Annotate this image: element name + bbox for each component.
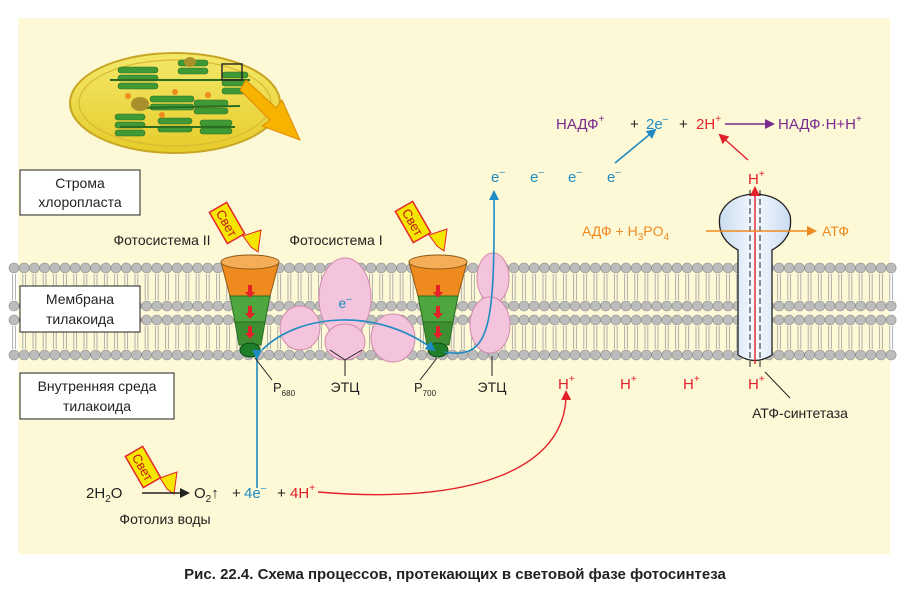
light-arrow-ps1: [428, 228, 448, 252]
svg-text:ЭТЦ: ЭТЦ: [478, 379, 508, 395]
proton-flow: [317, 133, 760, 496]
svg-text:P700: P700: [414, 380, 437, 398]
etc-label-2: ЭТЦ: [478, 356, 508, 395]
svg-text:+: +: [232, 485, 241, 502]
svg-text:ЭТЦ: ЭТЦ: [331, 379, 361, 395]
svg-text:e–: e–: [568, 167, 582, 186]
photosystem-1: [408, 254, 468, 358]
svg-text:тилакоида: тилакоида: [63, 398, 131, 414]
svg-text:АТФ: АТФ: [822, 223, 849, 239]
svg-text:2e–: 2e–: [646, 114, 669, 133]
svg-text:НАДФ·Н+Н+: НАДФ·Н+Н+: [778, 114, 862, 133]
figure-caption: Рис. 22.4. Схема процессов, протекающих …: [184, 566, 726, 583]
nadp-equation: НАДФ+ + 2e– + 2H+ НАДФ·Н+Н+: [556, 114, 862, 133]
p700-label: P700: [414, 357, 438, 398]
svg-text:АТФ-синтетаза: АТФ-синтетаза: [752, 405, 848, 421]
svg-text:4H+: 4H+: [290, 483, 315, 502]
light-arrow-photolysis: [159, 471, 178, 495]
atp-equation: АДФ + H3PO4 АТФ: [582, 223, 849, 243]
svg-text:+: +: [277, 485, 286, 502]
stroma-electrons: e– e– e– e–: [491, 167, 621, 186]
etc-electron-label: e–: [338, 294, 352, 311]
water-equation: 2H2O O2↑ + 4e– + 4H+ Фотолиз воды: [86, 483, 315, 527]
svg-text:Строма: Строма: [55, 175, 105, 191]
svg-text:хлоропласта: хлоропласта: [38, 194, 121, 210]
svg-text:Мембрана: Мембрана: [46, 291, 114, 307]
svg-text:Фотолиз воды: Фотолиз воды: [119, 511, 210, 527]
ps2-label: Фотосистема II: [113, 232, 210, 248]
svg-text:e–: e–: [607, 167, 621, 186]
svg-text:Внутренняя среда: Внутренняя среда: [38, 378, 157, 394]
ps1-label: Фотосистема I: [289, 232, 382, 248]
atp-synthase-label: АТФ-синтетаза: [752, 371, 848, 421]
svg-text:H+: H+: [748, 374, 765, 393]
photosystem-2: [220, 254, 280, 358]
electron-flow: [252, 128, 657, 488]
light-arrow-ps2: [242, 229, 262, 253]
label-stroma: Строма хлоропласта: [19, 169, 141, 216]
svg-text:2H+: 2H+: [696, 114, 721, 133]
svg-text:O2↑: O2↑: [194, 485, 219, 505]
svg-text:e–: e–: [530, 167, 544, 186]
svg-text:тилакоида: тилакоида: [46, 311, 114, 327]
svg-text:P680: P680: [273, 380, 296, 398]
label-membrane: Мембрана тилакоида: [19, 285, 141, 333]
svg-text:e–: e–: [491, 167, 505, 186]
p680-label: P680: [254, 357, 296, 398]
svg-text:4e–: 4e–: [244, 483, 267, 502]
svg-text:НАДФ+: НАДФ+: [556, 114, 605, 133]
chloroplast-inset: [69, 52, 301, 154]
svg-text:АДФ + H3PO4: АДФ + H3PO4: [582, 223, 669, 243]
svg-text:H+: H+: [558, 374, 575, 393]
lumen-protons: H+ H+ H+ H+: [558, 374, 765, 393]
svg-text:H+: H+: [620, 374, 637, 393]
stroma-proton: H+: [748, 169, 765, 188]
label-lumen: Внутренняя среда тилакоида: [19, 372, 175, 420]
svg-text:2H2O: 2H2O: [86, 485, 122, 505]
etc-label-1: ЭТЦ: [329, 349, 363, 395]
svg-text:H+: H+: [683, 374, 700, 393]
svg-text:+: +: [630, 116, 639, 133]
svg-text:+: +: [679, 116, 688, 133]
